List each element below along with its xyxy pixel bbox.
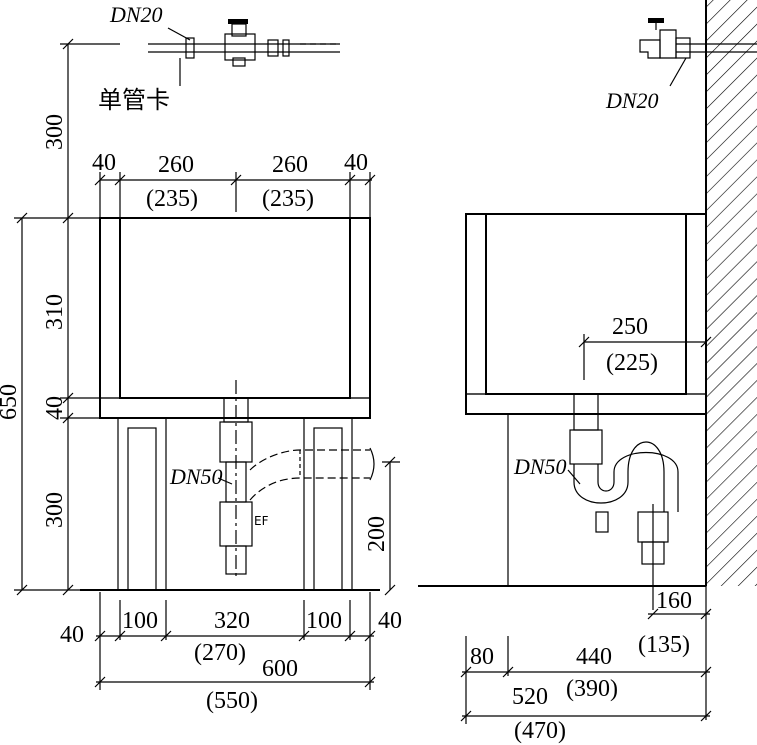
dim-160: 160 [656, 588, 692, 614]
dim-390: (390) [566, 676, 618, 702]
wall [705, 0, 757, 586]
dim-320: 320 [214, 608, 250, 634]
dim-520: 520 [512, 684, 548, 710]
faucet-front [148, 19, 340, 67]
support-side [507, 413, 707, 587]
dim-40-top-right: 40 [344, 150, 368, 176]
dim-310: 310 [42, 294, 68, 330]
dim-270: (270) [194, 640, 246, 666]
dim-440: 440 [576, 644, 612, 670]
dim-260-right: 260 [272, 152, 308, 178]
front-view: DN20 单管卡 300 310 650 40 300 [0, 2, 402, 714]
dim-260-left: 260 [158, 152, 194, 178]
dim-40-bottom: 40 [42, 396, 68, 420]
svg-text:EF: EF [254, 514, 269, 528]
label-dn50-side: DN50 [513, 454, 567, 479]
label-dn50-front: DN50 [169, 464, 223, 489]
dim-200: 200 [364, 516, 390, 552]
support-left [117, 417, 167, 591]
label-dn20-side: DN20 [605, 88, 659, 113]
dim-100-right: 100 [306, 608, 342, 634]
dim-300-leg: 300 [42, 492, 68, 528]
faucet-side [639, 18, 757, 59]
basin-front [99, 217, 371, 419]
dim-300-top: 300 [42, 114, 68, 150]
dim-225: (225) [606, 350, 658, 376]
side-view: DN20 250 (225) DN50 [418, 0, 757, 744]
label-pipe-clamp: 单管卡 [98, 86, 170, 114]
dim-600: 600 [262, 656, 298, 682]
dim-40-bottom-left: 40 [60, 622, 84, 648]
dim-470: (470) [514, 718, 566, 744]
dim-550: (550) [206, 688, 258, 714]
dim-80: 80 [470, 644, 494, 670]
dim-250: 250 [612, 314, 648, 340]
support-right [303, 417, 353, 591]
basin-side [465, 213, 707, 415]
dim-135: (135) [638, 632, 690, 658]
dim-235-right: (235) [262, 186, 314, 212]
dim-100-left: 100 [122, 608, 158, 634]
dim-40-top-left: 40 [92, 150, 116, 176]
dim-40-bottom-right: 40 [378, 608, 402, 634]
dim-235-left: (235) [146, 186, 198, 212]
drain-trap-side [569, 393, 679, 610]
dim-650: 650 [0, 384, 22, 420]
label-dn20-front: DN20 [109, 2, 163, 27]
drain-front: EF [219, 380, 375, 580]
